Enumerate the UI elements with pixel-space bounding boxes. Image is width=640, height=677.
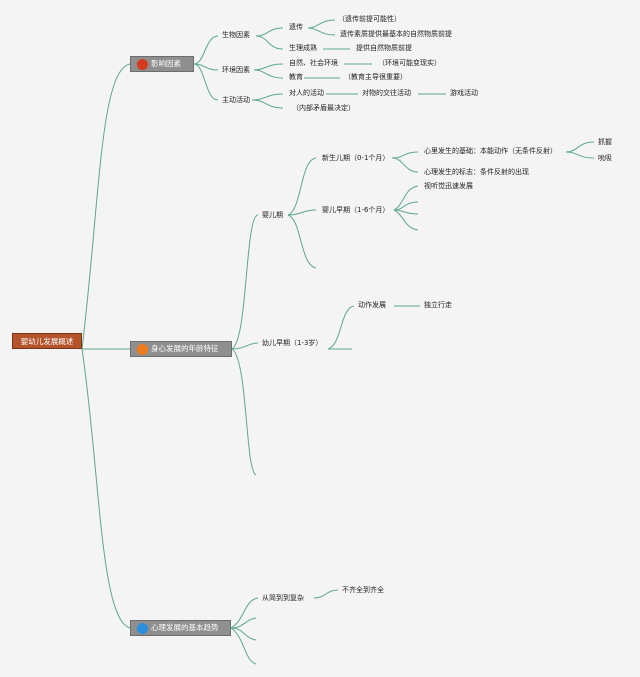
node-maturity[interactable]: 生理成熟 (289, 44, 317, 52)
topic-influence-factors[interactable]: 影响因素 (130, 56, 194, 72)
node-incomplete-to-complete[interactable]: 不齐全到齐全 (342, 586, 384, 594)
node-early-infancy[interactable]: 婴儿早期（1-6个月） (322, 206, 390, 214)
node-grasp[interactable]: 抓握 (598, 138, 612, 146)
node-heredity-material[interactable]: 遗传素质提供最基本的自然物质前提 (340, 30, 452, 38)
topic-label: 身心发展的年龄特征 (151, 344, 219, 353)
topic-development-trends[interactable]: 心理发展的基本趋势 (130, 620, 231, 636)
node-env-factors[interactable]: 环境因素 (222, 66, 250, 74)
node-bio-factors[interactable]: 生物因素 (222, 31, 250, 39)
node-independent-walking[interactable]: 独立行走 (424, 301, 452, 309)
node-nature-note[interactable]: （环境可能变现实） (378, 59, 441, 67)
topic-age-features[interactable]: 身心发展的年龄特征 (130, 341, 232, 357)
node-newborn[interactable]: 新生儿期（0-1个月） (322, 154, 390, 162)
topic-label: 影响因素 (151, 59, 181, 68)
node-education-note[interactable]: （教育主导很重要） (344, 73, 407, 81)
node-motor-development[interactable]: 动作发展 (358, 301, 386, 309)
node-game-activity[interactable]: 游戏活动 (450, 89, 478, 97)
topic-label: 心理发展的基本趋势 (151, 623, 219, 632)
node-visual-auditory[interactable]: 视听觉迅速发展 (424, 182, 473, 190)
node-heredity-premise[interactable]: （遗传前提可能性） (338, 15, 401, 23)
node-simple-to-complex[interactable]: 从简到到复杂 (262, 594, 304, 602)
node-suck[interactable]: 吮吸 (598, 154, 612, 162)
node-instinct-basis[interactable]: 心里发生的基础：本能动作（无条件反射） (424, 147, 557, 155)
priority-blue-icon (137, 623, 148, 634)
priority-red-icon (137, 59, 148, 70)
node-infancy[interactable]: 婴儿期 (262, 211, 283, 219)
node-conditioned-reflex[interactable]: 心理发生的标志：条件反射的出现 (424, 168, 529, 176)
node-education[interactable]: 教育 (289, 73, 303, 81)
priority-orange-icon (137, 344, 148, 355)
node-nature-society[interactable]: 自然、社会环境 (289, 59, 338, 67)
node-heredity[interactable]: 遗传 (289, 23, 303, 31)
node-object-activity[interactable]: 对物的交往活动 (362, 89, 411, 97)
node-maturity-note[interactable]: 提供自然物质前提 (356, 44, 412, 52)
node-toddler[interactable]: 幼儿早期（1-3岁） (262, 339, 323, 347)
node-person-activity[interactable]: 对人的活动 (289, 89, 324, 97)
root-node[interactable]: 婴幼儿发展概述 (12, 333, 82, 349)
node-inner-note[interactable]: （内部矛盾最决定） (292, 104, 355, 112)
node-active-activity[interactable]: 主动活动 (222, 96, 250, 104)
